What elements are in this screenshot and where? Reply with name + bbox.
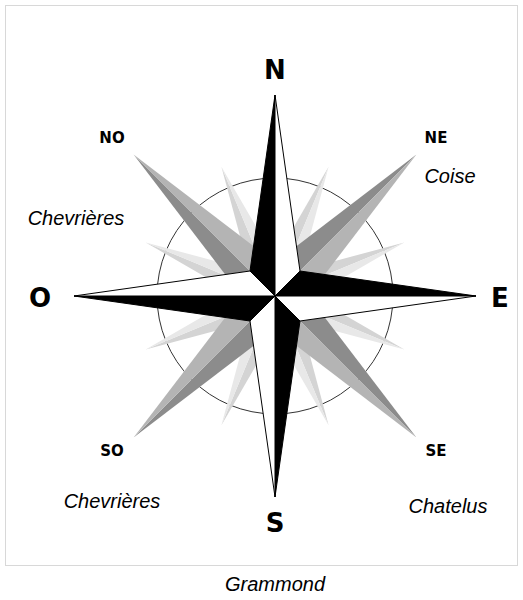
direction-letter: NE <box>425 130 448 147</box>
commune-name: Grammond <box>225 573 325 595</box>
direction-letter: S <box>266 509 285 538</box>
direction-letter: O <box>29 284 51 313</box>
direction-letter: E <box>491 284 509 313</box>
commune-name: Chevrières <box>28 207 125 229</box>
direction-letter: SE <box>425 443 446 460</box>
direction-letter: SO <box>100 443 124 460</box>
commune-name: Chevrières <box>64 490 161 512</box>
direction-letter: NO <box>99 130 124 147</box>
direction-letter: N <box>264 56 286 85</box>
commune-name: Coise <box>424 165 475 187</box>
commune-name: Chatelus <box>409 495 488 517</box>
